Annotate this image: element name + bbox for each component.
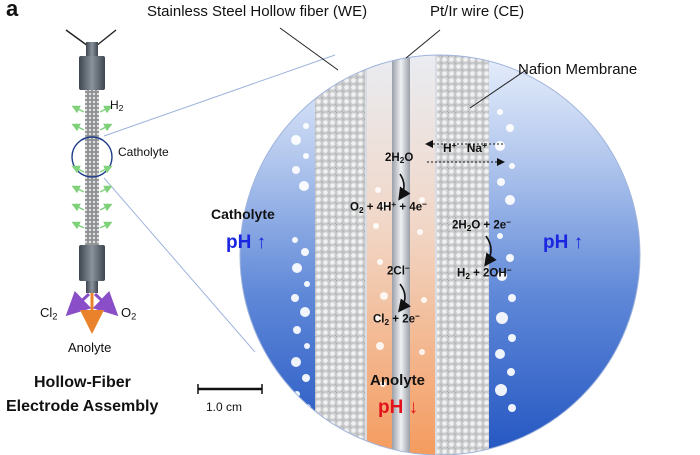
zoom-region-circle: [71, 136, 113, 178]
bottom-cap: [79, 245, 105, 281]
eq-chloride-oxidation-product: Cl2 + 2e−: [373, 312, 420, 327]
assembly-title-line1: Hollow-Fiber: [34, 374, 131, 391]
cl2-arrow: [65, 290, 92, 317]
callout-ce-label: Pt/Ir wire (CE): [430, 3, 525, 20]
bubbles-anolyte: [373, 187, 427, 387]
zoom-view: [240, 55, 640, 455]
callout-ce-line: [405, 29, 441, 59]
electrode-assembly: [65, 29, 119, 334]
pt-ir-wire: [392, 55, 410, 455]
ph-up-right: pH ↑: [543, 232, 584, 253]
callout-membrane-line: [469, 69, 527, 109]
hollow-fiber-wall-right: [437, 55, 489, 455]
scale-bar-label: 1.0 cm: [206, 400, 243, 414]
o2-label: O2: [121, 305, 137, 322]
anolyte-label: Anolyte: [370, 372, 426, 389]
eq-water-reduction-product: H2 + 2OH−: [457, 266, 512, 281]
lead-wire-left: [65, 29, 89, 47]
lead-wire-right: [95, 29, 117, 47]
bubbles-right: [495, 109, 516, 412]
scale-bar: [197, 384, 263, 394]
top-cap: [79, 56, 105, 90]
eq-water-oxidation-product: O2 + 4H+ + 4e−: [350, 200, 427, 215]
zoom-view-border: [239, 54, 641, 455]
h2-label: H2: [110, 98, 124, 114]
bottom-cap-small: [86, 281, 98, 293]
zoom-line-bottom: [103, 177, 256, 353]
callout-we-label: Stainless Steel Hollow fiber (WE): [147, 3, 368, 20]
callout-membrane-label: Nafion Membrane: [518, 61, 638, 78]
eq-water-reduction-reactant: 2H2O + 2e−: [452, 218, 511, 233]
eq-chloride-oxidation-reactant: 2Cl−: [387, 264, 410, 278]
assembly-title-line2: Electrode Assembly: [6, 398, 159, 415]
catholyte-small-label: Catholyte: [118, 145, 169, 159]
reaction-arrow-oer: [398, 173, 411, 201]
hollow-fiber-wall-left: [315, 55, 365, 455]
top-cap-small: [86, 42, 98, 56]
zoom-line-top: [103, 54, 336, 137]
ph-down-anolyte: pH ↓: [378, 397, 419, 418]
callout-we-line: [279, 27, 339, 71]
ph-up-left: pH ↑: [226, 232, 267, 253]
hollow-fiber-tube: [85, 90, 99, 245]
catholyte-label: Catholyte: [211, 206, 275, 222]
reaction-arrow-cer: [398, 283, 411, 313]
h2-bubble-arrows: [71, 105, 113, 230]
anolyte-small-label: Anolyte: [68, 340, 112, 355]
o2-arrow: [92, 290, 119, 317]
reaction-arrow-her: [484, 235, 497, 267]
eq-water-oxidation-reactant: 2H2O: [385, 152, 414, 166]
cl2-label: Cl2: [40, 305, 58, 322]
panel-label: a: [6, 0, 19, 21]
ion-labels: H+ Na+: [443, 140, 488, 155]
